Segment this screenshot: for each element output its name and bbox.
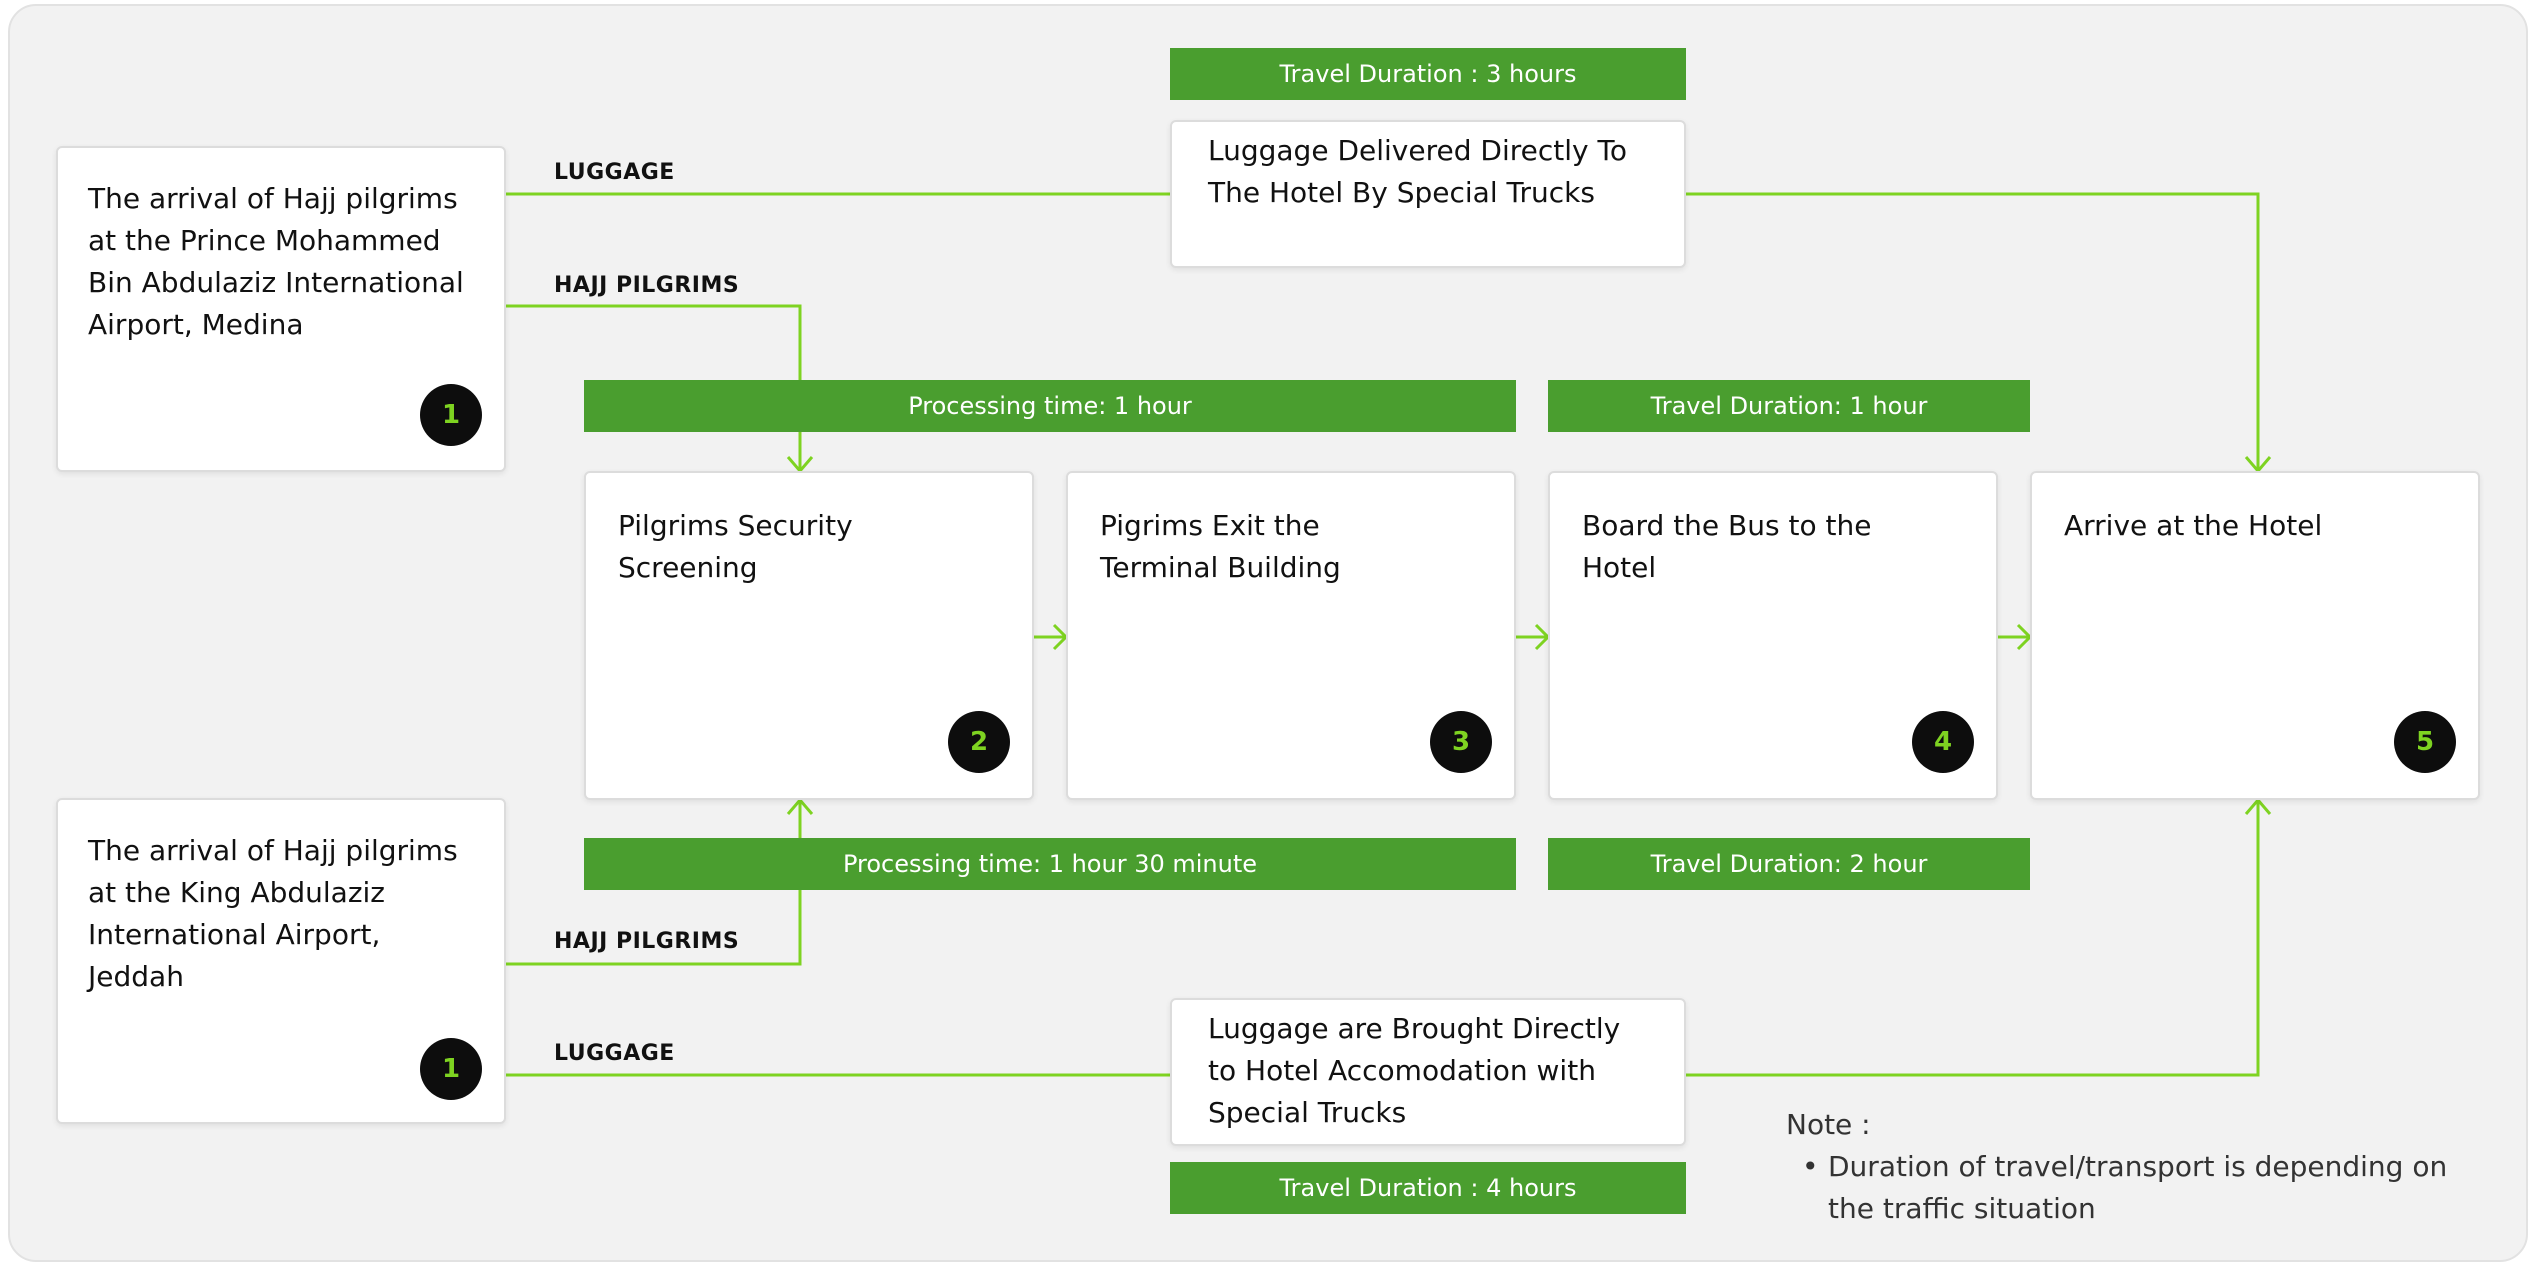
edge-label-luggage-top: LUGGAGE [554, 160, 675, 185]
step-badge-3: 3 [1430, 711, 1492, 773]
arrowhead-hotel-bottom [2244, 797, 2272, 815]
node-medina-arrival: The arrival of Hajj pilgrims at the Prin… [56, 146, 506, 472]
node-security-screening: Pilgrims Security Screening 2 [584, 471, 1034, 800]
duration-bar-luggage-top: Travel Duration : 3 hours [1170, 48, 1686, 100]
note-list: Duration of travel/transport is dependin… [1786, 1146, 2486, 1230]
node-jeddah-arrival-text: The arrival of Hajj pilgrims at the King… [88, 834, 458, 993]
step-badge-5: 5 [2394, 711, 2456, 773]
node-luggage-bottom: Luggage are Brought Directly to Hotel Ac… [1170, 998, 1686, 1146]
note-title: Note : [1786, 1108, 1871, 1141]
node-luggage-bottom-text: Luggage are Brought Directly to Hotel Ac… [1208, 1012, 1621, 1129]
node-medina-arrival-text: The arrival of Hajj pilgrims at the Prin… [88, 182, 464, 341]
edge-label-pilgrims-top: HAJJ PILGRIMS [554, 273, 740, 298]
duration-bar-processing-jeddah: Processing time: 1 hour 30 minute [584, 838, 1516, 890]
node-arrive-hotel: Arrive at the Hotel 5 [2030, 471, 2480, 800]
arrowhead-security-bottom [786, 797, 814, 815]
duration-bar-luggage-bottom: Travel Duration : 4 hours [1170, 1162, 1686, 1214]
duration-bar-bus-medina: Travel Duration: 1 hour [1548, 380, 2030, 432]
node-security-screening-text: Pilgrims Security Screening [618, 509, 853, 584]
note-section: Note : Duration of travel/transport is d… [1786, 1104, 2486, 1230]
connector-luggage-bottom-to-hotel [1686, 800, 2260, 1077]
node-jeddah-arrival: The arrival of Hajj pilgrims at the King… [56, 798, 506, 1124]
duration-bar-processing-medina: Processing time: 1 hour [584, 380, 1516, 432]
connector-luggage-top-to-hotel [1686, 192, 2260, 471]
duration-bar-bus-jeddah: Travel Duration: 2 hour [1548, 838, 2030, 890]
note-item: Duration of travel/transport is dependin… [1786, 1146, 2486, 1230]
node-board-bus: Board the Bus to the Hotel 4 [1548, 471, 1998, 800]
node-arrive-hotel-text: Arrive at the Hotel [2064, 509, 2323, 542]
node-luggage-top-text: Luggage Delivered Directly To The Hotel … [1208, 134, 1627, 209]
step-badge-2: 2 [948, 711, 1010, 773]
node-board-bus-text: Board the Bus to the Hotel [1582, 509, 1872, 584]
node-exit-terminal: Pigrims Exit the Terminal Building 3 [1066, 471, 1516, 800]
edge-label-pilgrims-bottom: HAJJ PILGRIMS [554, 929, 740, 954]
edge-label-luggage-bottom: LUGGAGE [554, 1041, 675, 1066]
node-exit-terminal-text: Pigrims Exit the Terminal Building [1100, 509, 1341, 584]
step-badge-4: 4 [1912, 711, 1974, 773]
node-luggage-top: Luggage Delivered Directly To The Hotel … [1170, 120, 1686, 268]
step-badge-1-jeddah: 1 [420, 1038, 482, 1100]
step-badge-1-medina: 1 [420, 384, 482, 446]
